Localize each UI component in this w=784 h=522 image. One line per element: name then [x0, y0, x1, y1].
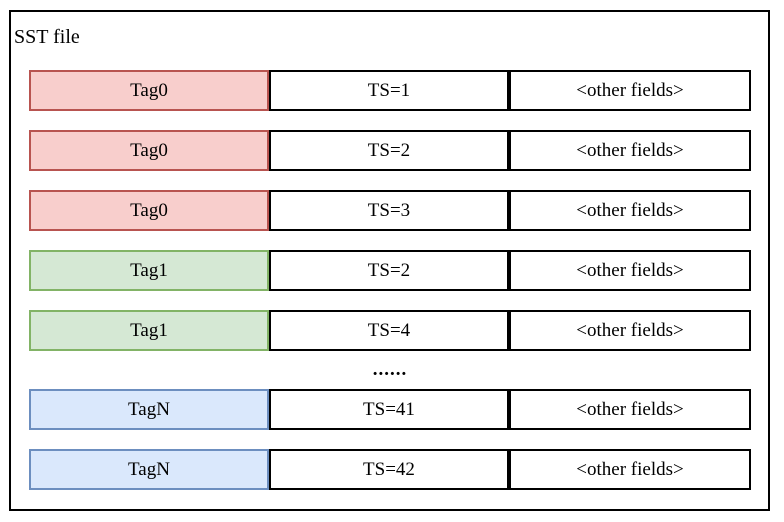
- timestamp-cell: TS=4: [269, 310, 509, 351]
- other-fields-cell: <other fields>: [509, 70, 751, 111]
- other-fields-cell: <other fields>: [509, 389, 751, 430]
- record-row: Tag0 TS=2 <other fields>: [29, 130, 751, 171]
- rows-container: Tag0 TS=1 <other fields> Tag0 TS=2 <othe…: [29, 70, 751, 509]
- record-row: TagN TS=42 <other fields>: [29, 449, 751, 490]
- tag-cell: Tag0: [29, 130, 269, 171]
- timestamp-cell: TS=42: [269, 449, 509, 490]
- other-fields-cell: <other fields>: [509, 250, 751, 291]
- timestamp-cell: TS=3: [269, 190, 509, 231]
- record-row: TagN TS=41 <other fields>: [29, 389, 751, 430]
- tag-cell: Tag1: [29, 250, 269, 291]
- other-fields-cell: <other fields>: [509, 310, 751, 351]
- tag-cell: Tag1: [29, 310, 269, 351]
- timestamp-cell: TS=41: [269, 389, 509, 430]
- tag-cell: Tag0: [29, 190, 269, 231]
- record-row: Tag0 TS=3 <other fields>: [29, 190, 751, 231]
- ellipsis-separator: ......: [372, 359, 408, 380]
- tag-cell: Tag0: [29, 70, 269, 111]
- timestamp-cell: TS=2: [269, 250, 509, 291]
- record-row: Tag0 TS=1 <other fields>: [29, 70, 751, 111]
- tag-cell: TagN: [29, 449, 269, 490]
- record-row: Tag1 TS=4 <other fields>: [29, 310, 751, 351]
- record-row: Tag1 TS=2 <other fields>: [29, 250, 751, 291]
- other-fields-cell: <other fields>: [509, 190, 751, 231]
- other-fields-cell: <other fields>: [509, 130, 751, 171]
- tag-cell: TagN: [29, 389, 269, 430]
- timestamp-cell: TS=2: [269, 130, 509, 171]
- timestamp-cell: TS=1: [269, 70, 509, 111]
- sst-file-container: SST file Tag0 TS=1 <other fields> Tag0 T…: [9, 10, 770, 511]
- sst-file-label: SST file: [14, 26, 80, 48]
- other-fields-cell: <other fields>: [509, 449, 751, 490]
